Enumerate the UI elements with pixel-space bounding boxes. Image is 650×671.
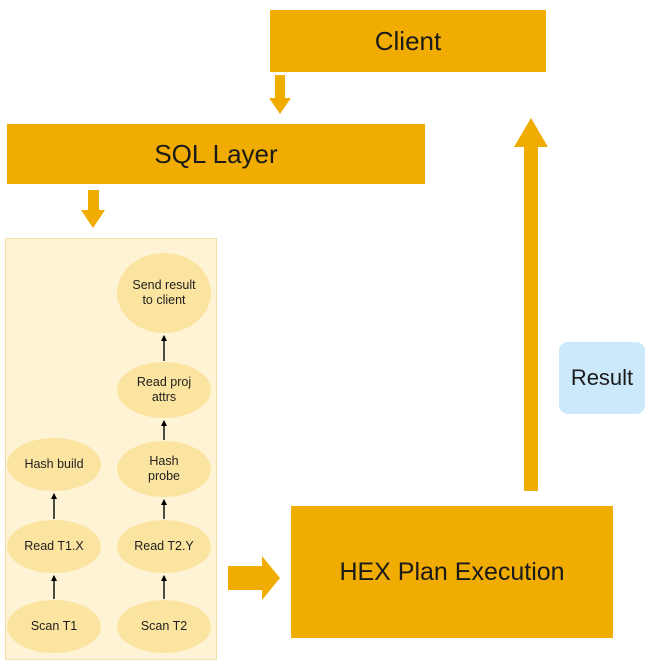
hex-plan-execution-label: HEX Plan Execution [339, 557, 565, 586]
node-scan-t2-label: Scan T2 [140, 619, 188, 633]
node-hash-probe: Hash probe [117, 441, 211, 497]
node-read-t2y: Read T2.Y [117, 520, 211, 573]
arrow-panel-to-hex [228, 556, 280, 600]
node-hash-build: Hash build [7, 438, 101, 491]
node-hash-build-label: Hash build [24, 457, 84, 471]
node-hash-probe-label: Hash probe [148, 454, 180, 483]
result-label: Result [570, 365, 634, 390]
node-read-t1x-label: Read T1.X [24, 539, 84, 553]
node-read-proj: Read proj attrs [117, 362, 211, 418]
node-scan-t2: Scan T2 [117, 600, 211, 653]
node-scan-t1: Scan T1 [7, 600, 101, 653]
arrow-hex-to-client [514, 118, 548, 491]
node-scan-t1-label: Scan T1 [30, 619, 78, 633]
hex-plan-execution-box: HEX Plan Execution [291, 506, 613, 638]
arrow-client-to-sql [269, 75, 291, 114]
arrow-sql-to-panel [81, 190, 105, 228]
sql-layer-label: SQL Layer [154, 138, 278, 169]
node-read-t1x: Read T1.X [7, 520, 101, 573]
sql-layer-box: SQL Layer [7, 124, 425, 184]
client-box: Client [270, 10, 546, 72]
client-label: Client [374, 25, 442, 56]
node-send-result: Send result to client [117, 253, 211, 333]
node-read-t2y-label: Read T2.Y [134, 539, 194, 553]
result-box: Result [559, 342, 645, 414]
node-read-proj-label: Read proj attrs [136, 375, 192, 404]
node-send-result-label: Send result to client [132, 278, 196, 307]
